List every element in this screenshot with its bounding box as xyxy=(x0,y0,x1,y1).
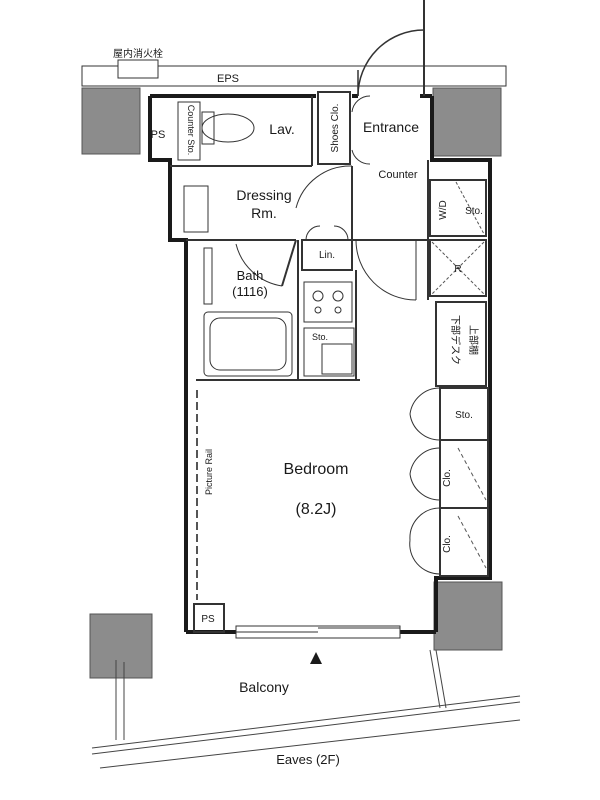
clo-1-label: Clo. xyxy=(442,469,453,487)
column-bottom-right xyxy=(433,581,503,651)
bedroom-size-label: (8.2J) xyxy=(296,501,337,518)
bath-size-label: (1116) xyxy=(232,284,268,299)
bedroom-label: Bedroom xyxy=(284,461,349,478)
column-top-right xyxy=(432,87,502,157)
r-label: R xyxy=(454,264,461,275)
eps-label: EPS xyxy=(217,73,239,85)
doors xyxy=(235,95,441,575)
hydrant-label: 屋内消火栓 xyxy=(113,47,163,60)
wd-label: W/D xyxy=(438,200,449,219)
picture-rail-label: Picture Rail xyxy=(204,449,214,495)
column-top-left xyxy=(81,87,141,155)
sto-wd-label: Sto. xyxy=(465,206,483,217)
sto-kitchen-label: Sto. xyxy=(312,332,328,342)
stove-icon xyxy=(303,281,353,323)
toilet-icon xyxy=(177,101,255,161)
sto-right-label: Sto. xyxy=(455,410,473,421)
ps-top-label: PS xyxy=(151,129,166,141)
lin-label: Lin. xyxy=(319,250,335,261)
appliance-marks xyxy=(431,181,485,295)
dressing-label: Dressing xyxy=(236,187,291,203)
washbasin-icon xyxy=(183,185,209,233)
column-bottom-left xyxy=(89,613,153,679)
dressing-rm-label: Rm. xyxy=(251,205,277,221)
room-labels: 屋内消火栓 EPS PS Counter Sto. Lav. Shoes Clo… xyxy=(113,47,483,767)
walls xyxy=(148,94,492,634)
shoes-clo-label: Shoes Clo. xyxy=(330,104,341,153)
clo-2-label: Clo. xyxy=(442,535,453,553)
balcony-window xyxy=(235,625,401,639)
bath-label: Bath xyxy=(237,268,264,283)
upper-shaft-area xyxy=(81,59,507,87)
entrance-label: Entrance xyxy=(363,119,419,135)
closet-rods xyxy=(457,447,487,569)
entrance-door xyxy=(357,0,425,97)
desk-upper-label: 上部棚 xyxy=(467,325,480,355)
bathtub-icon xyxy=(203,247,293,377)
ps-bottom-label: PS xyxy=(201,614,215,625)
counter-sto-label: Counter Sto. xyxy=(186,105,196,156)
columns xyxy=(81,87,503,679)
partitions xyxy=(170,91,489,633)
eaves-label: Eaves (2F) xyxy=(276,752,340,767)
sink-icon xyxy=(303,327,355,377)
balcony-label: Balcony xyxy=(239,679,289,695)
entry-arrow-icon xyxy=(310,652,322,664)
lav-label: Lav. xyxy=(269,121,294,137)
counter-label: Counter xyxy=(378,169,417,181)
balcony-outline xyxy=(91,649,521,769)
desk-lower-label: 下部デスク xyxy=(449,315,462,365)
